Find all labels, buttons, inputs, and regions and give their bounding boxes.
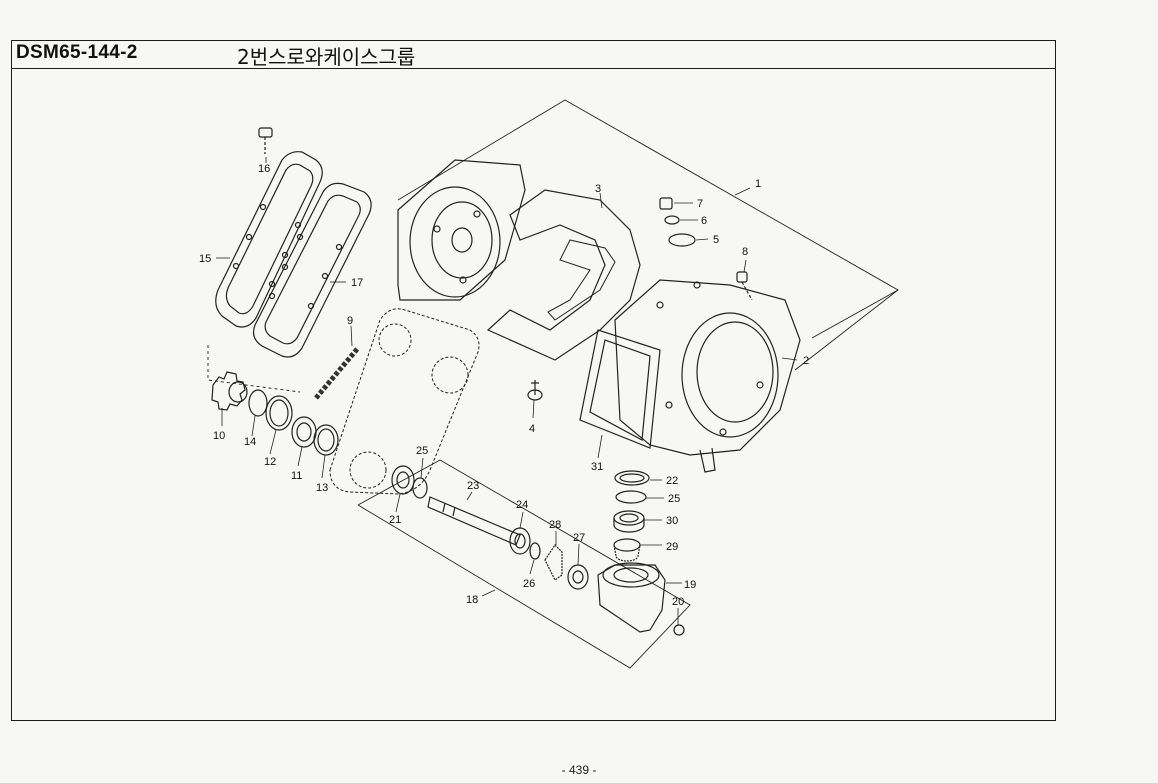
callout-25b: 25	[668, 493, 680, 505]
leader-lines	[216, 157, 798, 625]
callout-21: 21	[389, 514, 401, 526]
bearing-27	[567, 564, 589, 590]
housing-cover	[397, 159, 526, 301]
callout-14: 14	[244, 436, 256, 448]
snap-ring-26	[529, 542, 541, 560]
sprocket-10	[211, 371, 248, 411]
chain-9	[314, 346, 360, 400]
snap-ring-25b	[615, 490, 647, 504]
gear-case-19	[597, 562, 666, 633]
gasket-15	[215, 151, 323, 328]
callout-25a: 25	[416, 445, 428, 457]
header-bar: DSM65-144-2 2번스로와케이스그룹	[11, 40, 1056, 69]
callout-6: 6	[701, 215, 707, 227]
callout-7: 7	[697, 198, 703, 210]
callout-10: 10	[213, 430, 225, 442]
bolt-4	[527, 380, 543, 401]
housing-2	[614, 279, 801, 473]
snap-ring-14	[248, 389, 268, 417]
ring-13	[313, 424, 339, 456]
shaft-23	[427, 496, 521, 546]
page-number: - 439 -	[561, 763, 597, 777]
callout-11: 11	[291, 470, 302, 482]
callout-30: 30	[666, 515, 678, 527]
callout-13: 13	[316, 482, 328, 494]
shield-plate-3	[486, 189, 641, 361]
callout-24: 24	[516, 499, 528, 511]
callout-26: 26	[523, 578, 535, 590]
part-group-title: 2번스로와케이스그룹	[237, 45, 416, 69]
group-boundary-1	[397, 99, 899, 339]
nut-7	[659, 197, 673, 210]
callout-31: 31	[591, 461, 603, 473]
callout-2: 2	[803, 355, 809, 367]
callout-23: 23	[467, 480, 479, 492]
callout-1: 1	[755, 178, 761, 190]
callout-29: 29	[666, 541, 678, 553]
bearing-21	[391, 465, 415, 495]
ring-22	[614, 470, 650, 486]
callout-4: 4	[529, 423, 535, 435]
callout-17: 17	[351, 277, 363, 289]
bevel-gear-29	[613, 538, 641, 562]
callout-9: 9	[347, 315, 353, 327]
cap-20	[673, 624, 685, 636]
group-boundary-1-right	[794, 289, 899, 371]
chain-case-phantom	[329, 308, 480, 495]
diagram-frame	[11, 40, 1056, 721]
part-group-code: DSM65-144-2	[16, 42, 138, 63]
bearing-30	[613, 510, 645, 533]
callout-5: 5	[713, 234, 719, 246]
washer-5	[668, 233, 696, 247]
washer-6	[664, 215, 680, 225]
bolt-16	[258, 127, 273, 154]
callout-28: 28	[549, 519, 561, 531]
bearing-11	[291, 416, 317, 448]
bevel-gear-28	[544, 544, 563, 581]
callout-27: 27	[573, 532, 585, 544]
bolt-8	[736, 271, 753, 301]
gasket-31	[579, 329, 661, 449]
snap-ring-25a	[412, 477, 428, 499]
callout-12: 12	[264, 456, 276, 468]
oil-seal-12	[265, 395, 293, 431]
callout-3: 3	[595, 183, 601, 195]
callout-22: 22	[666, 475, 678, 487]
callout-labels: 1 2 3 4 5 6 7 8 9 10 11 12 13 14 15 16 1…	[199, 163, 809, 608]
callout-20: 20	[672, 596, 684, 608]
gasket-17	[252, 182, 372, 358]
phantom-bracket-left	[207, 345, 301, 393]
callout-15: 15	[199, 253, 211, 265]
callout-19: 19	[684, 579, 696, 591]
callout-16: 16	[258, 163, 270, 175]
group-boundary-18	[357, 459, 691, 669]
callout-18: 18	[466, 594, 478, 606]
callout-8: 8	[742, 246, 748, 258]
bearing-24	[509, 527, 531, 555]
